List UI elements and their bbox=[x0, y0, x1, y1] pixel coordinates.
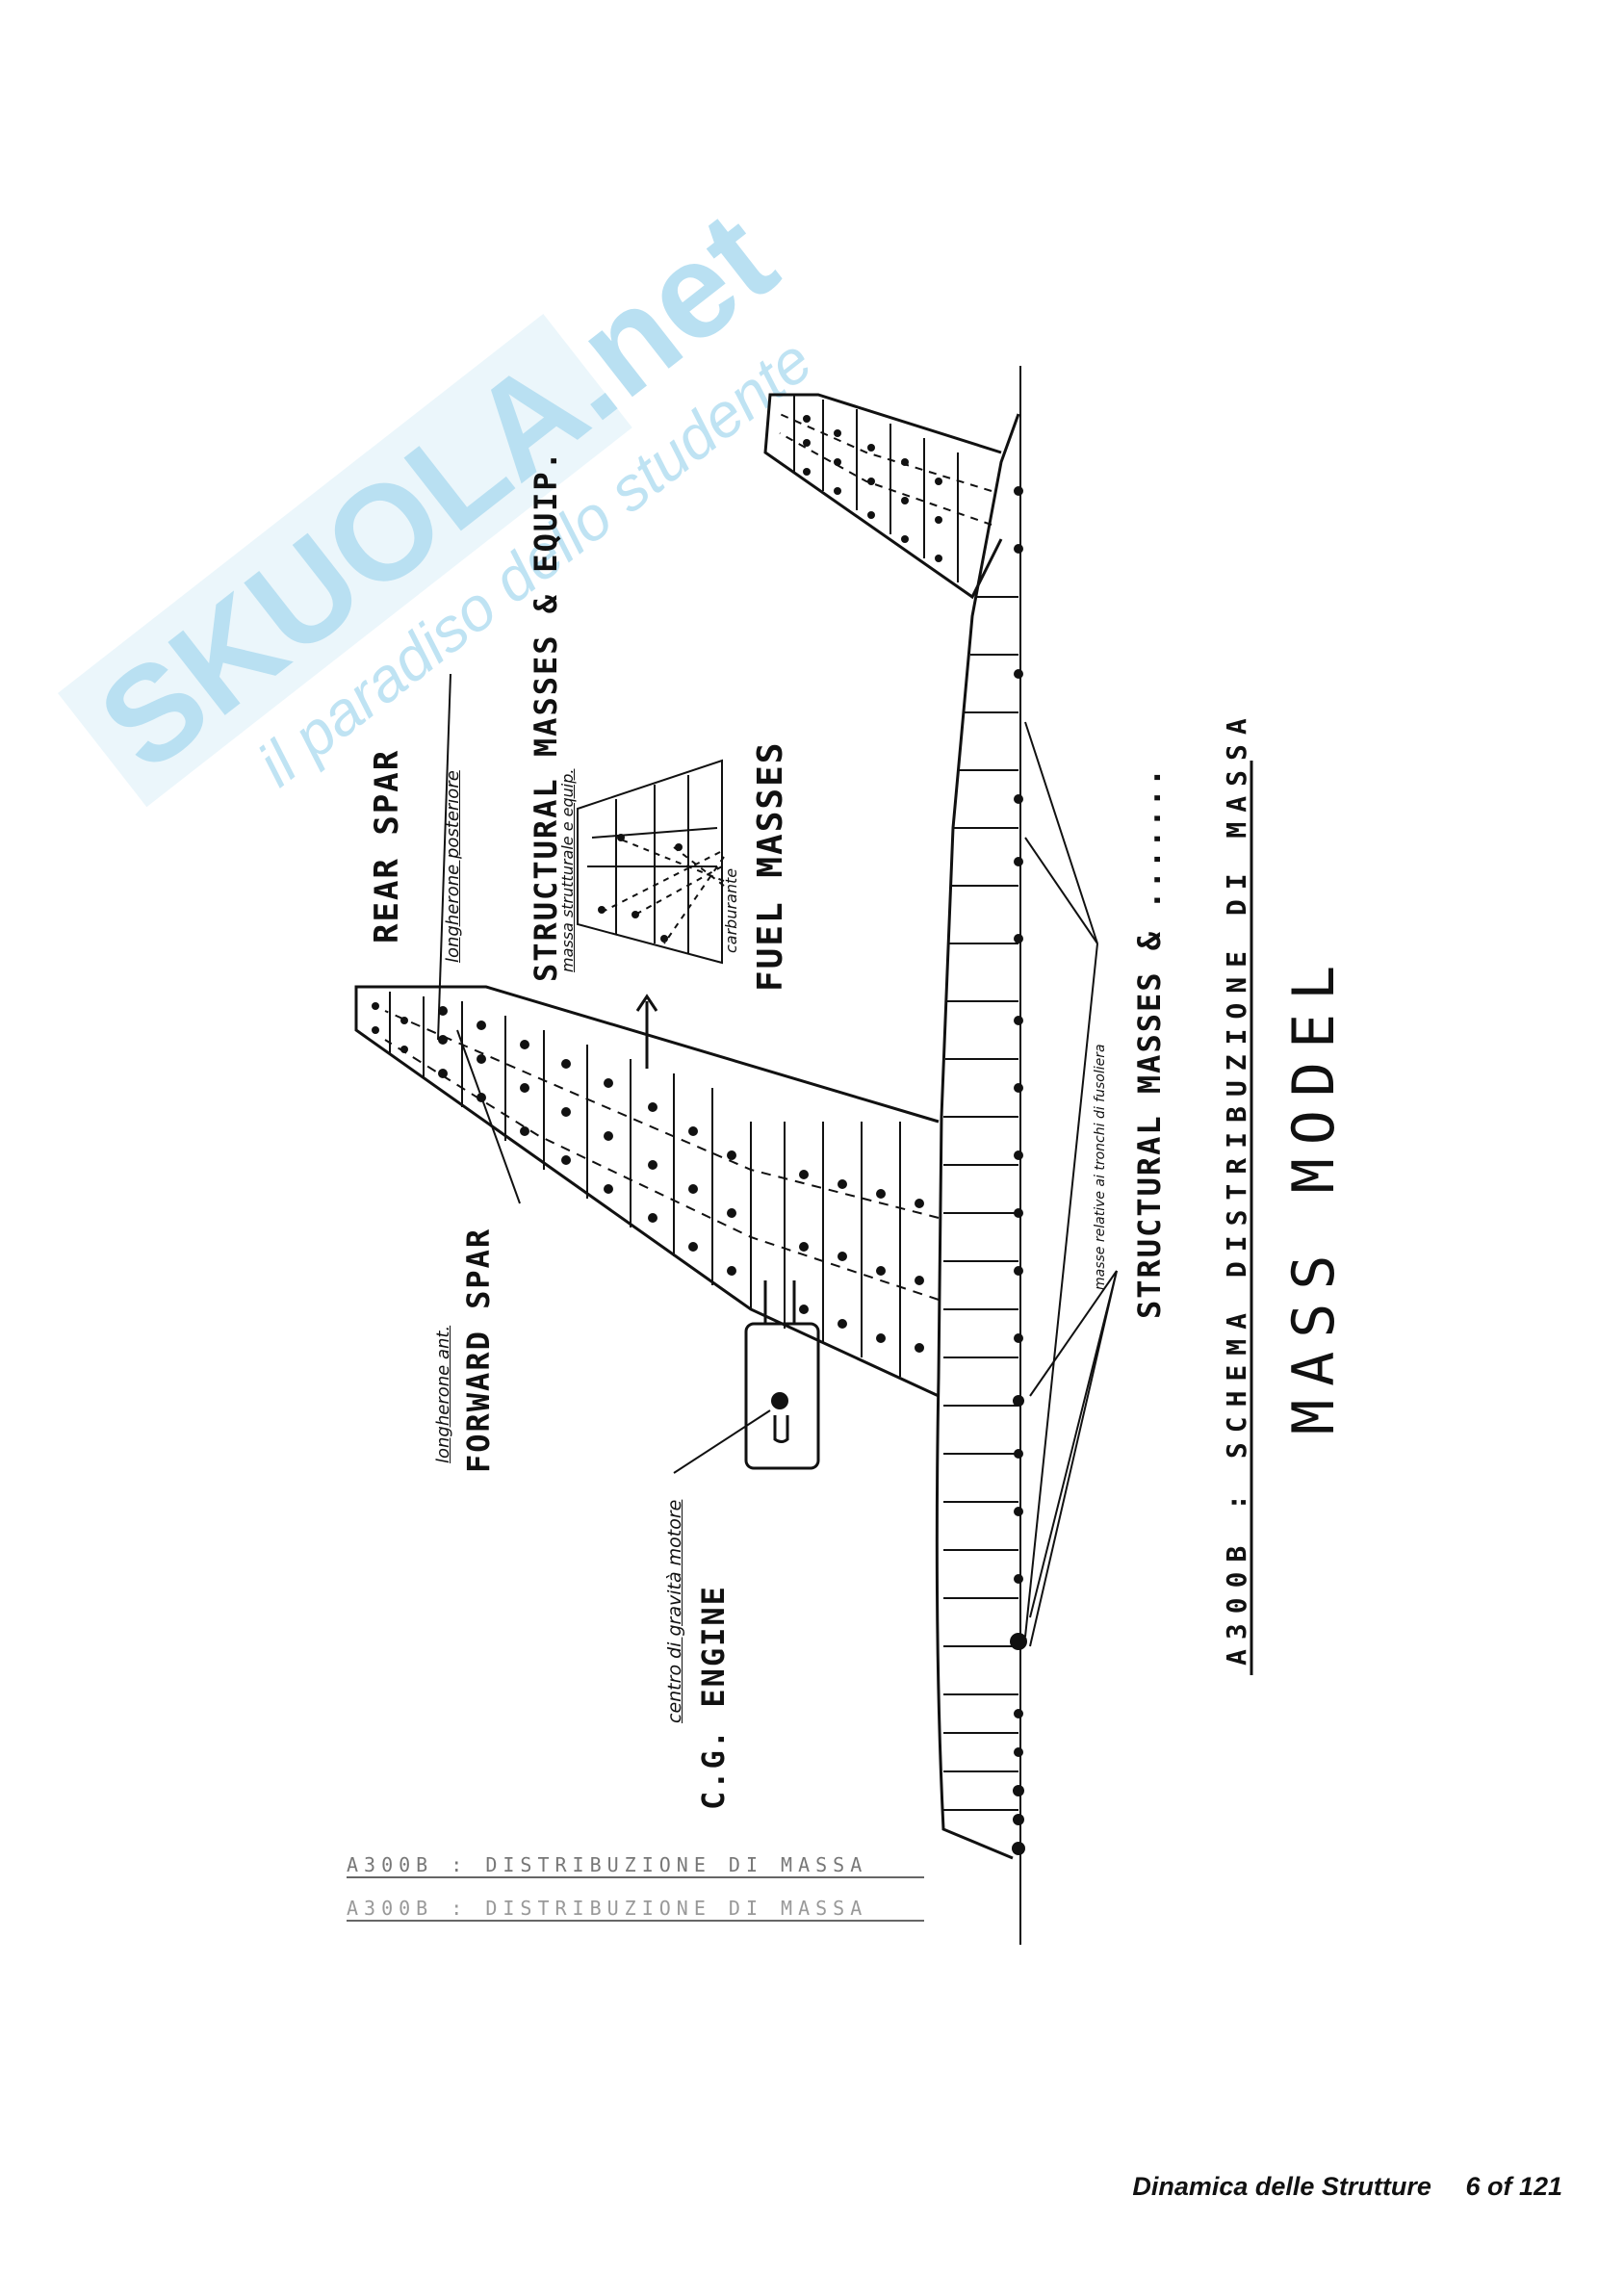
faded-text-2: A300B : DISTRIBUZIONE DI MASSA bbox=[347, 1897, 868, 1920]
label-engine-cg: C.G. ENGINE bbox=[695, 1585, 732, 1810]
label-forward-spar: FORWARD SPAR bbox=[460, 1227, 497, 1473]
fuselage-outline bbox=[935, 413, 1020, 1860]
faded-rules bbox=[347, 1876, 924, 1922]
label-masses-it: masse relative ai tronchi di fusoliera bbox=[1093, 1044, 1108, 1290]
label-fuel-masses: FUEL MASSES bbox=[751, 740, 790, 992]
caption-mass-model: MASS MODEL bbox=[1280, 951, 1348, 1434]
label-engine-cg-it: centro di gravità motore bbox=[664, 1499, 685, 1723]
page-footer: Dinamica delle Strutture 6 of 121 bbox=[1132, 2172, 1562, 2202]
horizontal-tail bbox=[763, 393, 1003, 600]
label-rear-spar-it: longherone posteriore bbox=[443, 770, 463, 963]
footer-page-number: 6 of 121 bbox=[1465, 2172, 1562, 2201]
fuselage-mass-points bbox=[1010, 486, 1027, 1855]
fuselage-frames bbox=[943, 596, 1018, 1811]
leader-lines bbox=[437, 673, 1118, 1647]
wing-mass-points bbox=[372, 1002, 924, 1353]
faded-text-1: A300B : DISTRIBUZIONE DI MASSA bbox=[347, 1853, 868, 1876]
label-forward-spar-it: longherone ant. bbox=[433, 1325, 453, 1463]
footer-title: Dinamica delle Strutture bbox=[1132, 2172, 1431, 2201]
wing-box-detail bbox=[577, 759, 725, 1069]
label-fuel-it: carburante bbox=[722, 867, 740, 953]
label-rear-spar: REAR SPAR bbox=[368, 748, 406, 943]
engine-nacelle bbox=[744, 1280, 820, 1470]
label-structural-masses: STRUCTURAL MASSES & ....... bbox=[1131, 765, 1168, 1319]
label-structural-masses-equip-it: massa strutturale e equip. bbox=[558, 768, 577, 972]
caption-schema: A300B : SCHEMA DISTRIBUZIONE DI MASSA bbox=[1221, 709, 1252, 1666]
